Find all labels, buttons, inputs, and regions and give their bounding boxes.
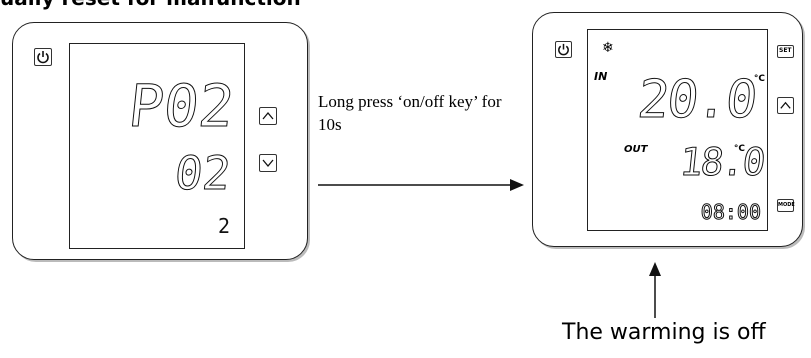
power-button[interactable]: [34, 48, 52, 66]
up-button[interactable]: [259, 107, 277, 125]
mode-button[interactable]: MODE: [777, 199, 795, 212]
down-button[interactable]: [259, 154, 277, 172]
warming-off-note: The warming is off: [562, 320, 766, 345]
set-button[interactable]: SET: [777, 45, 794, 58]
left-lcd-screen: P02 02 2: [69, 43, 245, 249]
mode-label: MODE: [778, 202, 795, 208]
left-controller: P02 02 2: [12, 22, 308, 260]
outdoor-temperature: 18.0: [677, 140, 766, 185]
right-lcd-screen: ❄ IN 20.0 °C OUT 18.0 °C 08:00: [587, 29, 768, 231]
outdoor-unit: °C: [733, 144, 745, 154]
chevron-down-icon: [262, 159, 274, 168]
power-icon: [558, 43, 569, 56]
indoor-temperature: 20.0: [634, 70, 759, 131]
up-button-right[interactable]: [777, 97, 794, 114]
out-label: OUT: [624, 144, 648, 155]
parameter-index: 2: [217, 214, 230, 238]
parameter-value: 02: [171, 146, 233, 201]
page-heading: ually reset for malfunction: [0, 0, 301, 10]
clock-display: 08:00: [700, 200, 761, 225]
in-label: IN: [594, 70, 608, 83]
right-controller: ❄ IN 20.0 °C OUT 18.0 °C 08:00 SET MODE: [532, 12, 803, 247]
chevron-up-icon: [780, 101, 791, 109]
set-label: SET: [779, 47, 792, 54]
arrow-caption-text: Long press ‘on/off key’ for 10s: [318, 92, 502, 134]
snowflake-icon: ❄: [602, 40, 614, 56]
arrow-caption: Long press ‘on/off key’ for 10s: [318, 90, 518, 136]
power-button-right[interactable]: [555, 41, 572, 58]
power-icon: [37, 51, 49, 64]
chevron-up-icon: [262, 111, 274, 120]
parameter-code: P02: [125, 72, 238, 141]
indoor-unit: °C: [753, 74, 765, 84]
